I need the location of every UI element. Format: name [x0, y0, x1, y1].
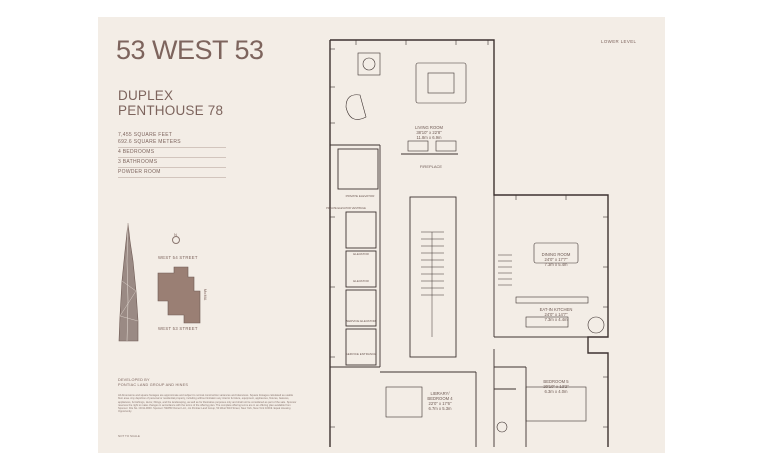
private-elevator-vestibule-label: PRIVATE ELEVATOR VESTIBULE	[326, 206, 366, 210]
interior-walls	[330, 144, 608, 447]
kitchen-name: EAT-IN KITCHEN	[540, 307, 573, 312]
fact-powder-room: POWDER ROOM	[118, 168, 226, 178]
fact-bedrooms: 4 BEDROOMS	[118, 148, 226, 158]
property-title: DUPLEX PENTHOUSE 78	[118, 88, 223, 118]
fact-square-meters: 692.6 SQUARE METERS	[118, 138, 226, 148]
bedroom5-metric: 6.3m x 4.0m	[544, 389, 568, 394]
developer-line1: DEVELOPED BY	[118, 378, 150, 382]
level-label: LOWER LEVEL	[601, 39, 637, 44]
floor-plan-drawing: LIVING ROOM 38'10" x 22'8" 11.8m x 6.9m …	[326, 39, 609, 447]
elevator-2-label: ELEVATOR	[353, 279, 369, 283]
site-key-plan	[157, 266, 201, 324]
bedroom5-imperial: 20'10" x 13'2"	[543, 384, 569, 389]
kitchen-metric: 7.3m x 4.4m	[544, 317, 568, 322]
info-panel: 53 WEST 53 DUPLEX PENTHOUSE 78 7,455 SQU…	[98, 17, 314, 453]
service-elevator-label: SERVICE ELEVATOR	[346, 319, 376, 323]
dining-room-metric: 7.3m x 5.4m	[544, 262, 568, 267]
living-room-furniture	[345, 52, 467, 152]
dining-room-name: DINING ROOM	[542, 252, 571, 257]
fact-bathrooms: 3 BATHROOMS	[118, 158, 226, 168]
street-north-label: WEST 54 STREET	[158, 255, 198, 260]
compass-icon	[172, 236, 180, 244]
street-south-label: WEST 53 STREET	[158, 326, 198, 331]
property-title-line2: PENTHOUSE 78	[118, 103, 224, 118]
living-room-name: LIVING ROOM	[415, 125, 443, 130]
living-room-metric: 11.8m x 6.9m	[416, 135, 442, 140]
library-name-line1: LIBRARY/	[430, 391, 450, 396]
service-entrance-label: SERVICE ENTRANCE	[346, 352, 376, 356]
developer-credit: DEVELOPED BY PONTIAC LAND GROUP AND HINE…	[118, 378, 188, 388]
living-room-imperial: 38'10" x 22'8"	[416, 130, 442, 135]
mullions	[330, 40, 608, 428]
private-elevator-label: PRIVATE ELEVATOR	[346, 194, 376, 198]
brand-title: 53 WEST 53	[116, 35, 264, 65]
dining-room-imperial: 24'0" x 17'7"	[545, 257, 568, 262]
legal-disclaimer: All dimensions and square footages are a…	[118, 394, 297, 414]
fact-square-feet: 7,455 SQUARE FEET	[118, 131, 173, 138]
property-title-line1: DUPLEX	[118, 88, 174, 103]
facts-list: 7,455 SQUARE FEET 692.6 SQUARE METERS 4 …	[118, 130, 226, 178]
bedroom5-name: BEDROOM 5	[543, 379, 569, 384]
avenue-label: MoMA	[203, 289, 207, 301]
north-indicator: N	[172, 232, 180, 244]
tower-silhouette-icon	[118, 222, 139, 342]
north-label: N	[174, 232, 177, 237]
stairs	[421, 231, 512, 337]
library-imperial: 22'0" x 17'6"	[429, 401, 452, 406]
floorplan-sheet: 53 WEST 53 DUPLEX PENTHOUSE 78 7,455 SQU…	[98, 17, 665, 453]
kitchen-imperial: 24'0" x 14'7"	[545, 312, 568, 317]
library-metric: 6.7m x 5.3m	[428, 406, 452, 411]
library-name-line2: BEDROOM 4	[427, 396, 453, 401]
developer-line2: PONTIAC LAND GROUP AND HINES	[118, 383, 189, 387]
dining-kitchen-furniture	[385, 242, 605, 433]
scale-note: NOT TO SCALE	[118, 434, 140, 438]
fireplace-label: FIREPLACE	[420, 164, 443, 169]
elevator-1-label: ELEVATOR	[353, 252, 369, 256]
